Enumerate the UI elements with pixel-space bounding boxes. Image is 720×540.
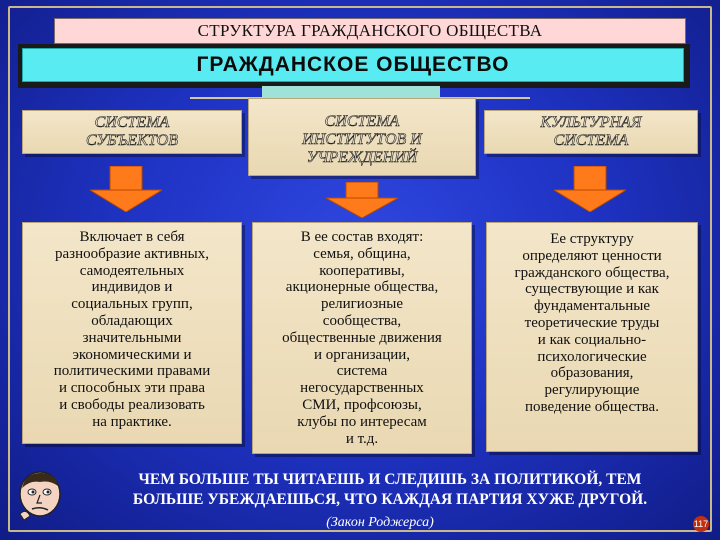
description-line: и организации, [313,346,411,363]
quote-line-1: ЧЕМ БОЛЬШЕ ТЫ ЧИТАЕШЬ И СЛЕДИШЬ ЗА ПОЛИТ… [138,471,642,488]
heading-subjects-text: СИСТЕМА СУБЪЕКТОВ [85,114,179,150]
description-line: социальных групп, [71,296,193,313]
description-line: обладающих [91,312,173,329]
description-line: общественные движения [282,329,442,346]
description-line: значительными [82,329,182,346]
quote-author: (Закон Роджерса) [326,515,434,530]
heading-card-culture: КУЛЬТУРНАЯ СИСТЕМА [484,110,698,154]
description-line: разнообразие активных, [54,245,210,262]
description-line: семья, община, [313,245,411,262]
description-line: регулирующие [544,382,640,399]
description-line: политическими правами [53,363,211,380]
heading-culture: КУЛЬТУРНАЯ СИСТЕМА [540,114,642,150]
description-line: негосударственных [300,380,424,397]
description-line: и т.д. [345,430,379,447]
description-line: кооперативы, [319,262,405,279]
description-line: определяют ценности [522,247,662,264]
description-line: теоретические труды [524,314,660,331]
thinking-face-icon [19,471,61,521]
quote-line-2: БОЛЬШЕ УБЕЖДАЕШЬСЯ, ЧТО КАЖДАЯ ПАРТИЯ ХУ… [132,491,648,508]
heading-subjects: СИСТЕМА СУБЪЕКТОВ [23,114,241,150]
description-line: самодеятельных [79,262,185,279]
description-line: и как социально- [537,331,647,348]
description-line: экономическими и [72,346,192,363]
description-institutions: В ее состав входят:семья, община,коопера… [253,229,471,447]
description-line: психологические [537,348,647,365]
heading-card-institutions: СИСТЕМА ИНСТИТУТОВ И УЧРЕЖДЕНИЙ [248,98,476,176]
description-line: религиозные [320,296,404,313]
description-line: В ее состав входят: [300,229,424,245]
description-line: сообщества, [322,312,402,329]
heading-institutions: СИСТЕМА ИНСТИТУТОВ И УЧРЕЖДЕНИЙ [302,113,422,167]
description-line: и способных эти права [59,380,205,397]
description-line: Включает в себя [79,229,185,245]
description-line: фундаментальные [534,298,650,315]
heading-card-subjects: СИСТЕМА СУБЪЕКТОВ [22,110,242,154]
description-line: СМИ, профсоюзы, [302,396,422,413]
description-line: образования, [550,365,634,382]
description-line: акционерные общества, [285,279,439,296]
page-number: 117 [693,516,709,532]
down-arrow-icon [326,182,398,218]
description-line: индивидов и [91,279,173,296]
description-line: клубы по интересам [297,413,427,430]
description-line: поведение общества. [525,398,659,415]
quote-text: ЧЕМ БОЛЬШЕ ТЫ ЧИТАЕШЬ И СЛЕДИШЬ ЗА ПОЛИТ… [70,470,710,510]
down-arrow-icon [90,166,162,212]
slide-frame [8,6,712,532]
slide-title: СТРУКТУРА ГРАЖДАНСКОГО ОБЩЕСТВА [54,18,686,44]
description-line: гражданского общества, [514,264,670,281]
down-arrow-icon [554,166,626,212]
description-line: и свободы реализовать [59,396,205,413]
description-line: Ее структуру [550,231,634,247]
description-line: существующие и как [525,281,659,298]
main-title: ГРАЖДАНСКОЕ ОБЩЕСТВО [22,48,684,82]
description-card-institutions: В ее состав входят:семья, община,коопера… [252,222,472,454]
main-title-panel: ГРАЖДАНСКОЕ ОБЩЕСТВО [18,44,690,88]
description-line: на практике. [92,413,172,430]
description-line: система [336,363,388,380]
